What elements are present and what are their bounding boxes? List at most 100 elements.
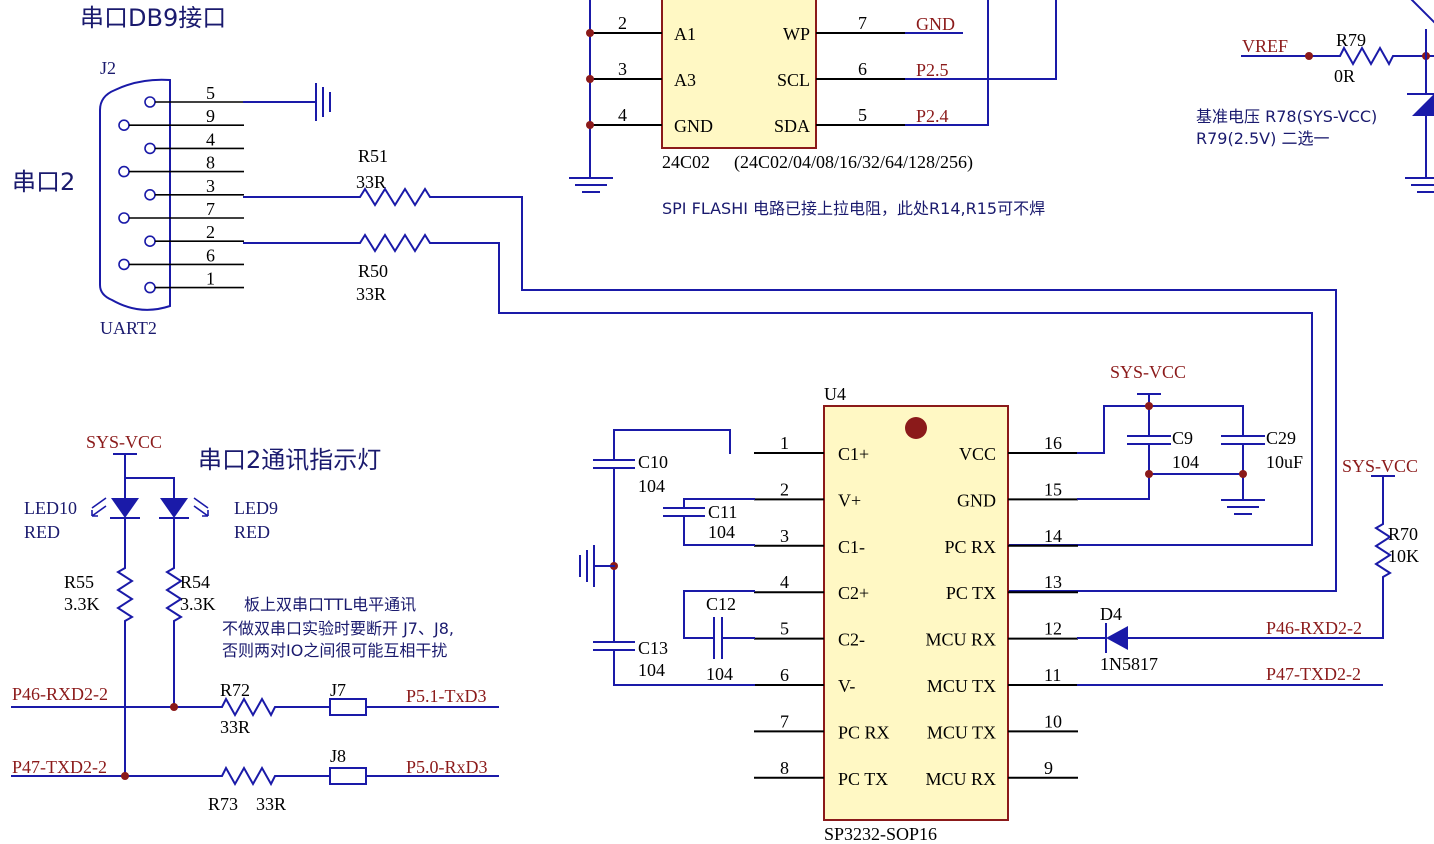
eeprom-variants: (24C02/04/08/16/32/64/128/256) (734, 152, 973, 173)
r79-value: 0R (1334, 66, 1355, 86)
net-gnd: GND (916, 14, 955, 34)
r54-resistor (165, 517, 183, 708)
db9-pin-number: 1 (206, 269, 215, 289)
ic-pin-name: C2- (838, 630, 865, 650)
ic-pin-number: 4 (780, 572, 789, 592)
ic-pin-number: 3 (780, 526, 789, 546)
db9-pin-hole (118, 165, 130, 178)
c10-ref: C10 (638, 452, 668, 472)
ic-pin-number: 6 (780, 665, 789, 685)
r73-ref: R73 (208, 794, 238, 814)
net-p24: P2.4 (916, 106, 949, 126)
c13-ref: C13 (638, 638, 668, 658)
led10-ref: LED10 (24, 498, 77, 518)
eeprom-ref: 24C02 (662, 152, 710, 172)
r51-ref: R51 (358, 146, 388, 166)
ic-pin-number: 7 (780, 711, 789, 731)
title-db9: 串口DB9接口 (80, 4, 226, 32)
title-indicator: 串口2通讯指示灯 (198, 446, 381, 474)
ic-pin-name: C1- (838, 537, 865, 557)
ic-pin-number: 1 (780, 433, 789, 453)
r70-ref: R70 (1388, 524, 1418, 544)
eeprom-pin-name: WP (783, 24, 810, 44)
wire-c11 (663, 498, 755, 546)
vref-rail (1410, 0, 1434, 179)
db9-pin-number: 9 (206, 106, 215, 126)
connector-ref: J2 (100, 58, 116, 78)
c29-value: 10uF (1266, 452, 1303, 472)
db9-pin-number: 3 (206, 176, 215, 196)
r79-resistor (1241, 45, 1434, 67)
jumper-j7 (329, 698, 367, 716)
note-dual-3: 否则两对IO之间很可能互相干扰 (222, 641, 447, 660)
db9-pin-number: 7 (206, 199, 215, 219)
ic-pin-name: PC RX (944, 537, 996, 557)
ic-pin-number: 14 (1044, 526, 1062, 546)
ic-pin-number: 16 (1044, 433, 1062, 453)
ic-pin-name: MCU TX (927, 722, 996, 742)
ic-pin-number: 2 (780, 479, 789, 499)
net-p46-right: P46-RXD2-2 (1266, 618, 1362, 638)
eeprom-pin-number: 5 (858, 105, 867, 125)
eeprom-pin-name: A3 (674, 70, 696, 90)
note-dual-2: 不做双串口实验时要断开 J7、J8, (222, 619, 454, 638)
note-vref-1: 基准电压 R78(SYS-VCC) (1196, 107, 1377, 126)
wire-c12 (683, 590, 755, 659)
pullup-vcc-label: SYS-VCC (1342, 456, 1418, 476)
ic-pin-number: 11 (1044, 665, 1061, 685)
ic-pin-name: PC TX (946, 583, 996, 603)
c11-ref: C11 (708, 502, 737, 522)
ic-pin-number: 9 (1044, 758, 1053, 778)
ic-pin-name: GND (957, 490, 996, 510)
title-uart2: 串口2 (12, 168, 75, 196)
eeprom-pin-number: 4 (618, 105, 627, 125)
r55-resistor (116, 517, 134, 777)
ic-pin-name: PC TX (838, 769, 888, 789)
db9-pin-hole (118, 212, 130, 224)
c9-ref: C9 (1172, 428, 1193, 448)
wire-vcc-decoupling (1077, 393, 1265, 515)
led10-icon (111, 498, 139, 518)
note-spi: SPI FLASHI 电路已接上拉电阻，此处R14,R15可不焊 (662, 199, 1045, 218)
ground-mid (579, 545, 615, 587)
eeprom-ground-symbol (569, 177, 613, 193)
d4-value: 1N5817 (1100, 654, 1158, 674)
note-dual-1: 板上双串口TTL电平通讯 (244, 595, 416, 614)
ic-pin-name: C1+ (838, 444, 869, 464)
connector-name: UART2 (100, 318, 157, 338)
db9-pin-number: 5 (206, 83, 215, 103)
led9-ref: LED9 (234, 498, 278, 518)
vref-zener-icon (1412, 94, 1434, 116)
c13-value: 104 (638, 660, 665, 680)
led10-color: RED (24, 522, 60, 542)
db9-pin-number: 4 (206, 129, 215, 149)
db9-pin-number: 2 (206, 222, 215, 242)
ic-pin-number: 13 (1044, 572, 1062, 592)
jumper-j8 (329, 767, 367, 785)
r70-resistor (1127, 475, 1395, 639)
led-vcc-rail (113, 453, 175, 499)
ic-pin-number: 8 (780, 758, 789, 778)
led9-color: RED (234, 522, 270, 542)
eeprom-body (661, 0, 817, 149)
ic-pin-number: 12 (1044, 619, 1062, 639)
r72-value: 33R (220, 717, 250, 737)
note-vref-2: R79(2.5V) 二选一 (1196, 129, 1329, 148)
ic-pin-name: V- (838, 676, 855, 696)
led9-icon (160, 498, 188, 518)
r55-value: 3.3K (64, 594, 100, 614)
ic-body (823, 405, 1009, 821)
r50-resistor (243, 233, 1313, 546)
net-p51: P5.1-TxD3 (406, 686, 487, 706)
d4-diode-icon (1106, 626, 1128, 650)
ic-pin-name: V+ (838, 490, 861, 510)
net-p50: P5.0-RxD3 (406, 757, 488, 777)
r50-value: 33R (356, 284, 386, 304)
c29-ref: C29 (1266, 428, 1296, 448)
r54-ref: R54 (180, 572, 210, 592)
net-vref: VREF (1242, 36, 1288, 56)
ic-pin1-marker (905, 417, 927, 439)
led10-light-arrows (91, 497, 107, 517)
